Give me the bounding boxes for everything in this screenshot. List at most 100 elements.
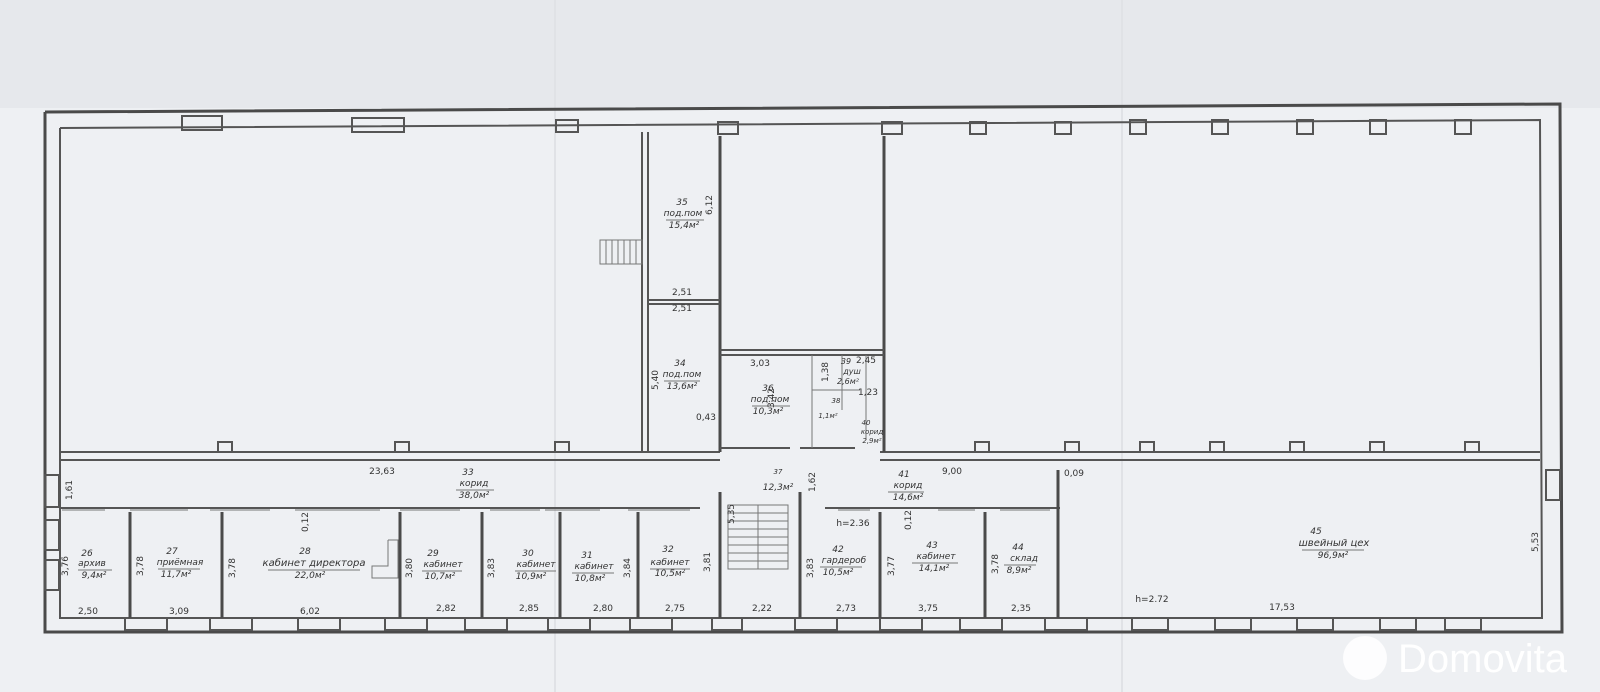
dim-label: 3,78 <box>228 558 238 578</box>
room-name: корид <box>894 481 923 491</box>
room-35[interactable]: 35 под.пом 15,4м² <box>664 198 703 231</box>
dim-label: 2,85 <box>519 604 539 614</box>
room-area: 10,9м² <box>516 572 547 582</box>
room-area: 10,8м² <box>575 574 606 584</box>
dim-label: 23,63 <box>369 467 395 477</box>
room-40[interactable]: 40 корид 2,9м² <box>861 419 884 445</box>
dim-label: 3,78 <box>136 556 146 576</box>
room-45[interactable]: 45 швейный цех 96,9м² <box>1299 527 1370 561</box>
room-area: 12,3м² <box>763 483 794 493</box>
room-area: 2,9м² <box>862 437 881 445</box>
dim-label: 3,83 <box>487 558 497 578</box>
dim-label: 2,35 <box>1011 604 1031 614</box>
room-number: 29 <box>427 549 439 559</box>
room-area: 15,4м² <box>669 221 700 231</box>
dim-label: 6,12 <box>705 195 715 215</box>
room-number: 43 <box>926 541 938 551</box>
room-name: под.пом <box>663 370 702 380</box>
room-31[interactable]: 31 кабинет 10,8м² <box>574 551 614 584</box>
dim-label: 9,00 <box>942 467 962 477</box>
dim-label: 0,43 <box>696 413 716 423</box>
room-area: 96,9м² <box>1318 551 1349 561</box>
room-area: 14,6м² <box>893 493 924 503</box>
room-number: 32 <box>662 545 674 555</box>
dim-label: 1,38 <box>821 362 831 382</box>
room-27[interactable]: 27 приёмная 11,7м² <box>157 547 204 580</box>
room-area: 10,5м² <box>655 569 686 579</box>
dim-label: 5,53 <box>1531 532 1541 552</box>
room-37[interactable]: 37 12,3м² <box>763 468 794 493</box>
room-name: приёмная <box>157 558 204 568</box>
room-number: 31 <box>581 551 592 561</box>
room-area: 38,0м² <box>459 491 490 501</box>
room-42[interactable]: 42 гардероб 10,5м² <box>822 545 867 578</box>
room-name: корид <box>861 428 884 436</box>
dim-label: 2,51 <box>672 304 692 314</box>
room-name: душ <box>842 367 861 376</box>
room-43[interactable]: 43 кабинет 14,1м² <box>916 541 956 574</box>
room-name: под.пом <box>751 395 790 405</box>
room-number: 30 <box>522 549 534 559</box>
watermark: Domovita <box>1343 636 1568 681</box>
room-number: 26 <box>81 549 93 559</box>
room-34[interactable]: 34 под.пом 13,6м² <box>663 359 702 392</box>
room-name: архив <box>78 559 106 569</box>
room-area: 22,0м² <box>295 571 326 581</box>
room-33[interactable]: 33 корид 38,0м² <box>459 468 490 501</box>
dim-label: 6,02 <box>300 607 320 617</box>
room-name: кабинет <box>516 560 556 570</box>
room-number: 28 <box>299 547 311 557</box>
room-number: 37 <box>774 468 783 476</box>
room-39[interactable]: 39 душ 2,6м² <box>837 357 861 386</box>
room-area: 13,6м² <box>667 382 698 392</box>
room-32[interactable]: 32 кабинет 10,5м² <box>650 545 690 579</box>
dim-label: 3,77 <box>887 556 897 576</box>
room-name: под.пом <box>664 209 703 219</box>
dim-label: 2,75 <box>665 604 685 614</box>
dim-label: 1,62 <box>808 472 818 492</box>
room-name: корид <box>460 479 489 489</box>
dim-label: 3,03 <box>750 359 770 369</box>
room-number: 40 <box>862 419 871 427</box>
room-area: 9,4м² <box>82 571 107 581</box>
room-38[interactable]: 38 1,1м² <box>818 397 841 420</box>
room-name: кабинет <box>916 552 956 562</box>
dim-label: 1,23 <box>858 388 878 398</box>
dim-label: 3,76 <box>61 556 71 576</box>
stairs-upper <box>599 239 643 265</box>
room-number: 33 <box>462 468 474 478</box>
outer-walls <box>43 102 1564 634</box>
room-area: 14,1м² <box>919 564 950 574</box>
room-44[interactable]: 44 склад 8,9м² <box>1007 543 1038 576</box>
dim-label: 2,50 <box>78 607 98 617</box>
room-name: кабинет <box>650 558 690 568</box>
dim-label: 3,42 <box>767 388 777 408</box>
dim-label: 0,12 <box>904 510 914 530</box>
room-area: 11,7м² <box>161 570 192 580</box>
room-30[interactable]: 30 кабинет 10,9м² <box>516 549 556 582</box>
dim-label: 3,09 <box>169 607 189 617</box>
dim-label: 2,22 <box>752 604 772 614</box>
room-name: гардероб <box>822 556 867 566</box>
room-26[interactable]: 26 архив 9,4м² <box>78 549 107 581</box>
dim-label: 3,75 <box>918 604 938 614</box>
room-number: 34 <box>674 359 686 369</box>
room-area: 10,3м² <box>753 407 784 417</box>
room-number: 44 <box>1012 543 1024 553</box>
room-29[interactable]: 29 кабинет 10,7м² <box>423 549 463 582</box>
room-41[interactable]: 41 корид 14,6м² <box>893 470 924 503</box>
room-name: кабинет <box>423 560 463 570</box>
room-36[interactable]: 36 под.пом 10,3м² <box>751 384 790 417</box>
room-name: кабинет <box>574 562 614 572</box>
dim-label: 1,61 <box>65 480 75 500</box>
dim-label: 0,09 <box>1064 469 1084 479</box>
room-28[interactable]: 28 кабинет директора 22,0м² <box>263 547 366 581</box>
room-number: 39 <box>841 357 851 366</box>
room-number: 41 <box>898 470 909 480</box>
dim-label: 2,80 <box>593 604 613 614</box>
room-area: 8,9м² <box>1007 566 1032 576</box>
dim-label: 2,45 <box>856 356 876 366</box>
dim-label: 3,84 <box>623 558 633 578</box>
